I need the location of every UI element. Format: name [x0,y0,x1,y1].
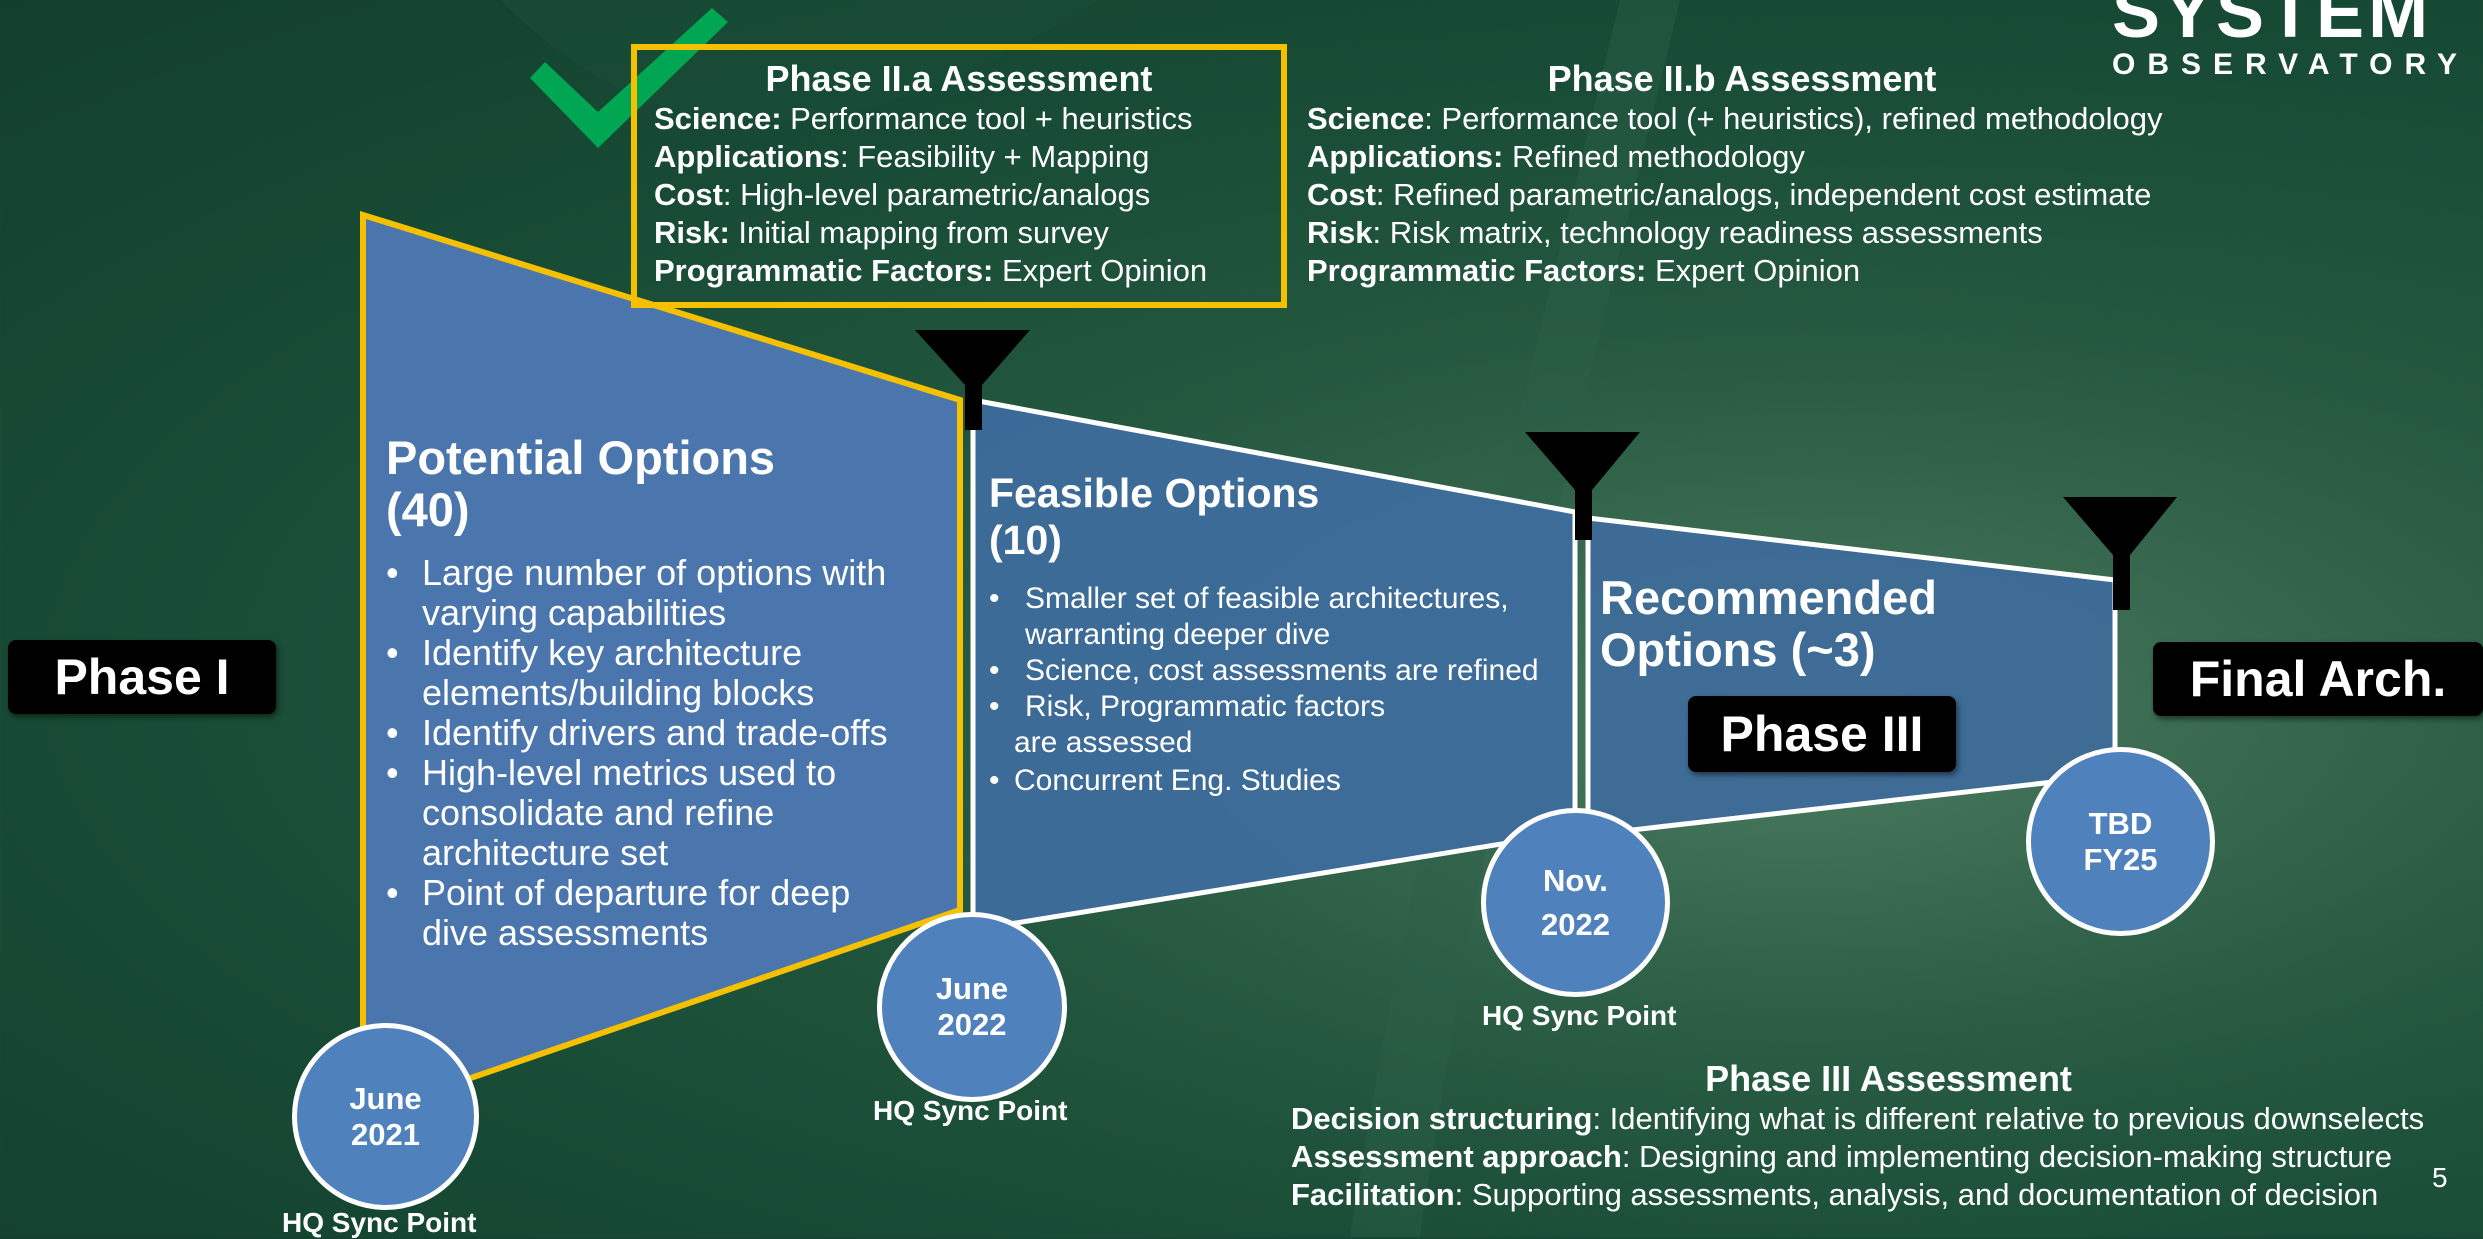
assessment-row: Applications: Refined methodology [1307,138,2407,176]
list-item-continuation: are assessed [1014,726,1193,759]
row-value: : Designing and implementing decision-ma… [1621,1139,2393,1174]
stage2-bullets: •Smaller set of feasible architectures, … [989,581,1569,799]
list-item: Identify drivers and trade-offs [386,713,926,754]
assessment-row: Decision structuring: Identifying what i… [1291,1100,2461,1138]
list-item: •Science, cost assessments are refined [989,654,1539,687]
stage3-shape [1585,515,2118,838]
row-value: Initial mapping from survey [729,215,1109,250]
stage3-title-count: Options (~3) [1600,623,1876,676]
final-arch-label: Final Arch. [2153,642,2483,716]
assessment-row: Cost: Refined parametric/analogs, indepe… [1307,176,2407,214]
assessment-row: Facilitation: Supporting assessments, an… [1291,1176,2461,1214]
milestone-month: June [349,1080,422,1116]
phase2a-assessment: Phase II.a Assessment Science: Performan… [654,58,1264,290]
row-value: : Performance tool (+ heuristics), refin… [1424,101,2163,136]
row-key: Assessment approach [1291,1139,1622,1174]
phase2b-assessment: Phase II.b Assessment Science: Performan… [1307,58,2407,290]
sync-point-label: HQ Sync Point [282,1207,477,1238]
stage2-title: Feasible Options (10) [989,470,1319,564]
stage1-title-count: (40) [386,483,470,536]
list-item-text: Concurrent Eng. Studies [1014,764,1341,797]
phase3-assessment: Phase III Assessment Decision structurin… [1291,1058,2461,1214]
row-key: Programmatic Factors: [654,253,994,288]
phase3-title: Phase III Assessment [1705,1058,2072,1099]
milestone-month: Nov. [1543,862,1608,898]
brand-title: SYSTEM [2112,0,2433,53]
assessment-row: Risk: Initial mapping from survey [654,214,1264,252]
assessment-row: Science: Performance tool (+ heuristics)… [1307,100,2407,138]
milestone-year: 2021 [351,1116,420,1152]
row-value: : Supporting assessments, analysis, and … [1454,1177,2379,1212]
funnel-gate-icon [1525,432,1640,540]
funnel-gate-icon [2063,497,2177,610]
assessment-row: Assessment approach: Designing and imple… [1291,1138,2461,1176]
row-value: : Identifying what is different relative… [1592,1101,2425,1136]
assessment-row: Risk: Risk matrix, technology readiness … [1307,214,2407,252]
assessment-row: Applications: Feasibility + Mapping [654,138,1264,176]
list-item: •Risk, Programmatic factors [989,690,1386,723]
list-item: Identify key architecture elements/build… [386,633,926,713]
row-value: : Feasibility + Mapping [840,139,1150,174]
assessment-row: Cost: High-level parametric/analogs [654,176,1264,214]
row-key: Cost [654,177,723,212]
row-key: Applications: [1307,139,1504,174]
stage1-bullets: Large number of options with varying cap… [386,553,926,953]
row-value: Refined methodology [1503,139,1805,174]
assessment-row: Programmatic Factors: Expert Opinion [1307,252,2407,290]
row-value: : Risk matrix, technology readiness asse… [1372,215,2043,250]
phase3-label: Phase III [1688,696,1956,772]
row-key: Cost [1307,177,1376,212]
list-item: •Concurrent Eng. Studies [989,764,1341,797]
stage3-title-line: Recommended [1600,571,1937,624]
row-value: : High-level parametric/analogs [722,177,1151,212]
stage1-title-line: Potential Options [386,431,776,484]
stage2-title-count: (10) [989,517,1062,563]
phase1-label: Phase I [8,640,276,714]
list-item-text: Risk, Programmatic factors [1025,690,1386,723]
page-number: 5 [2432,1162,2448,1193]
row-key: Facilitation [1291,1177,1455,1212]
list-item-text: Smaller set of feasible architectures, w… [1025,582,1509,651]
row-key: Science: [654,101,782,136]
checkmark-icon [530,8,728,148]
row-value: Expert Opinion [993,253,1208,288]
milestone-year: 2022 [937,1007,1007,1042]
sync-point-label: HQ Sync Point [873,1095,1068,1126]
list-item: •Smaller set of feasible architectures, … [989,582,1509,651]
phase2b-title: Phase II.b Assessment [1547,58,1937,99]
row-key: Science [1307,101,1425,136]
milestone-circle: Nov. 2022 [1481,808,1670,997]
row-key: Decision structuring [1291,1101,1593,1136]
milestone-year: 2022 [1541,906,1610,942]
sync-point-label: HQ Sync Point [1482,1000,1677,1031]
stage2-title-line: Feasible Options [989,470,1320,516]
assessment-row: Programmatic Factors: Expert Opinion [654,252,1264,290]
stage1-title: Potential Options (40) [386,432,775,536]
phase2a-title: Phase II.a Assessment [765,58,1153,99]
brand-subtitle: OBSERVATORY [2112,48,2470,81]
milestone-label: TBD [2088,805,2153,841]
row-value: : Refined parametric/analogs, independen… [1375,177,2152,212]
row-key: Programmatic Factors: [1307,253,1647,288]
highlight-box [631,44,1287,308]
list-item-text: Science, cost assessments are refined [1025,654,1539,687]
row-key: Applications [654,139,841,174]
milestone-year: FY25 [2083,841,2158,877]
row-value: Performance tool + heuristics [781,101,1193,136]
funnel-gate-icon [915,330,1030,430]
milestone-month: June [935,971,1009,1006]
row-key: Risk [1307,215,1373,250]
list-item: High-level metrics used to consolidate a… [386,753,926,873]
stage3-title: Recommended Options (~3) [1600,572,1937,676]
row-key: Risk: [654,215,730,250]
list-item: Point of departure for deep dive assessm… [386,873,926,953]
assessment-row: Science: Performance tool + heuristics [654,100,1264,138]
row-value: Expert Opinion [1646,253,1861,288]
list-item: Large number of options with varying cap… [386,553,926,633]
